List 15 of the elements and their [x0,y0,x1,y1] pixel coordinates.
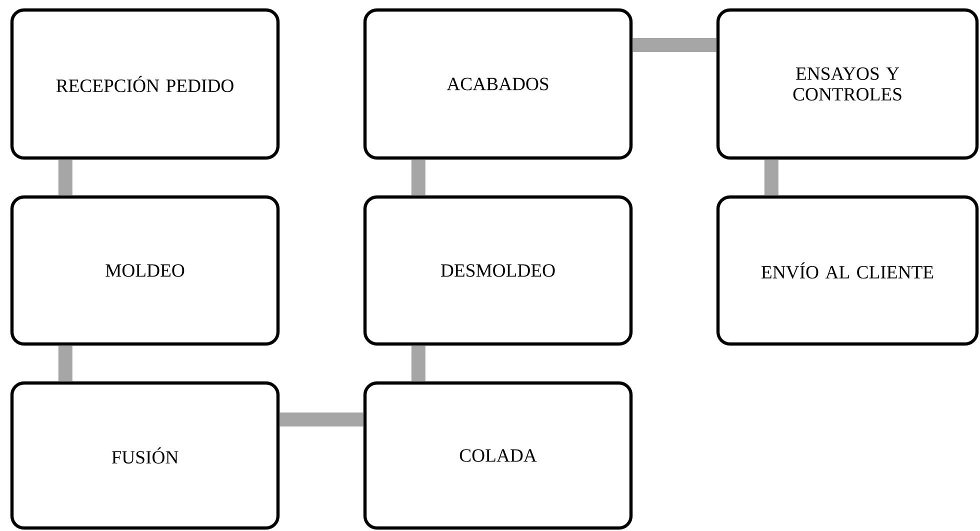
process-box: DESMOLDEO [363,195,633,346]
process-box: RECEPCIÓN PEDIDO [10,8,280,160]
connector-bar [280,412,364,426]
process-box: ENSAYOS Y CONTROLES [716,8,979,160]
process-box: MOLDEO [10,195,280,346]
connector-bar [58,160,72,196]
process-box: ENVÍO AL CLIENTE [716,195,979,346]
connector-bar [632,38,716,52]
process-box: ACABADOS [363,8,633,160]
connector-bar [411,346,426,382]
process-box: COLADA [363,381,633,530]
connector-bar [764,160,778,196]
connector-bar [411,160,426,196]
connector-bar [58,346,72,382]
process-box: FUSIÓN [10,381,280,530]
